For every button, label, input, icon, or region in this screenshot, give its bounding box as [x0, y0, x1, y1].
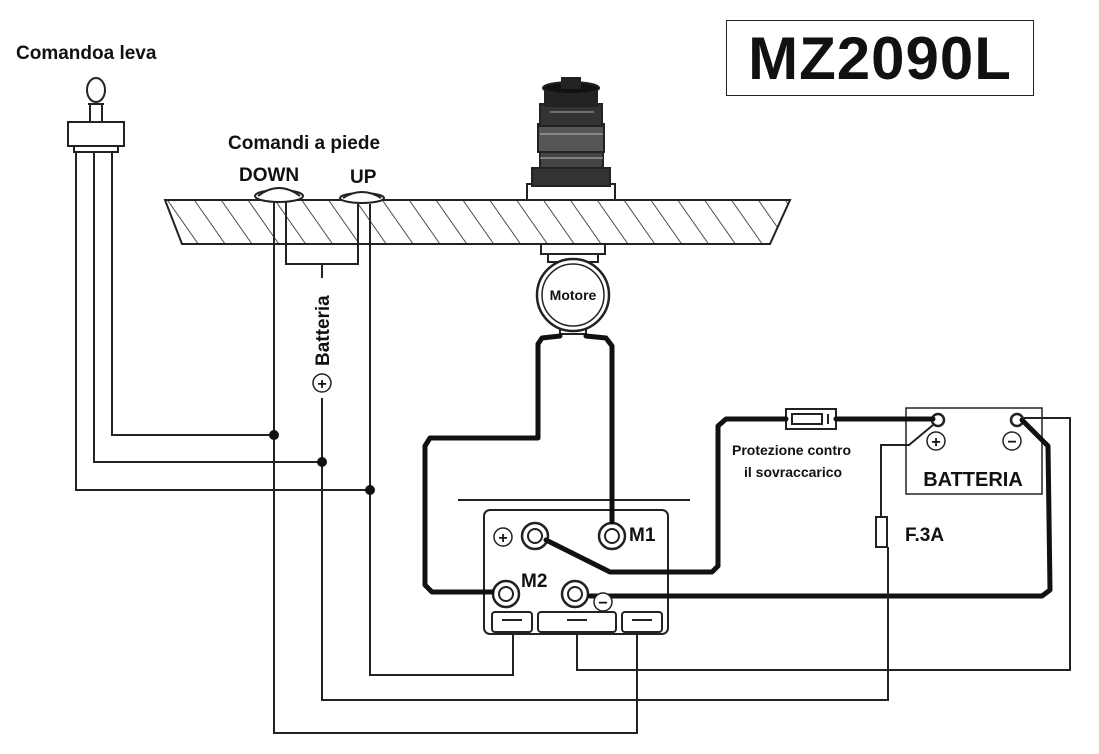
- m2-label: M2: [521, 571, 547, 592]
- m1-label: M1: [629, 525, 656, 546]
- motor-label: Motore: [550, 287, 597, 303]
- junction-dots: [269, 430, 375, 495]
- overload-label-line1: Protezione contro: [732, 442, 851, 458]
- terminal-plus: [520, 521, 550, 551]
- deck-plate: [163, 199, 792, 245]
- overload-label-line2: il sovraccarico: [744, 464, 842, 480]
- terminal-m2: [491, 579, 521, 609]
- up-label: UP: [350, 167, 377, 188]
- battery-wire-plus-circle: [312, 373, 332, 393]
- windlass-capstan: [526, 77, 616, 201]
- model-title-box: MZ2090L: [726, 20, 1034, 96]
- battery-minus-symbol: −: [1007, 434, 1016, 451]
- terminal-m1: [597, 521, 627, 551]
- battery: + − BATTERIA: [905, 407, 1043, 495]
- control-box: [458, 499, 690, 635]
- model-title: MZ2090L: [748, 24, 1012, 92]
- terminal-minus: [560, 579, 590, 609]
- down-label: DOWN: [239, 165, 299, 186]
- box-minus-circle: [593, 592, 613, 612]
- box-plus-symbol: +: [498, 530, 507, 547]
- motor: Motore: [535, 257, 611, 335]
- battery-wire-plus-symbol: +: [317, 376, 326, 393]
- fuse: [875, 516, 888, 548]
- overload-breaker: [785, 408, 837, 430]
- power-cables: [422, 333, 1053, 599]
- battery-plus-symbol: +: [931, 434, 940, 451]
- control-wires: [75, 152, 1071, 734]
- battery-vertical-label: Batteria: [313, 295, 334, 366]
- battery-label: BATTERIA: [923, 469, 1023, 491]
- foot-controls-label: Comandi a piede: [228, 133, 380, 154]
- foot-button-up: [339, 191, 385, 204]
- foot-button-down: [254, 187, 304, 203]
- box-plus-circle: [493, 527, 513, 547]
- box-minus-symbol: −: [598, 595, 607, 612]
- lever-switch: [67, 77, 125, 153]
- fuse-label: F.3A: [905, 525, 944, 546]
- lever-control-label: Comandoa leva: [16, 43, 157, 64]
